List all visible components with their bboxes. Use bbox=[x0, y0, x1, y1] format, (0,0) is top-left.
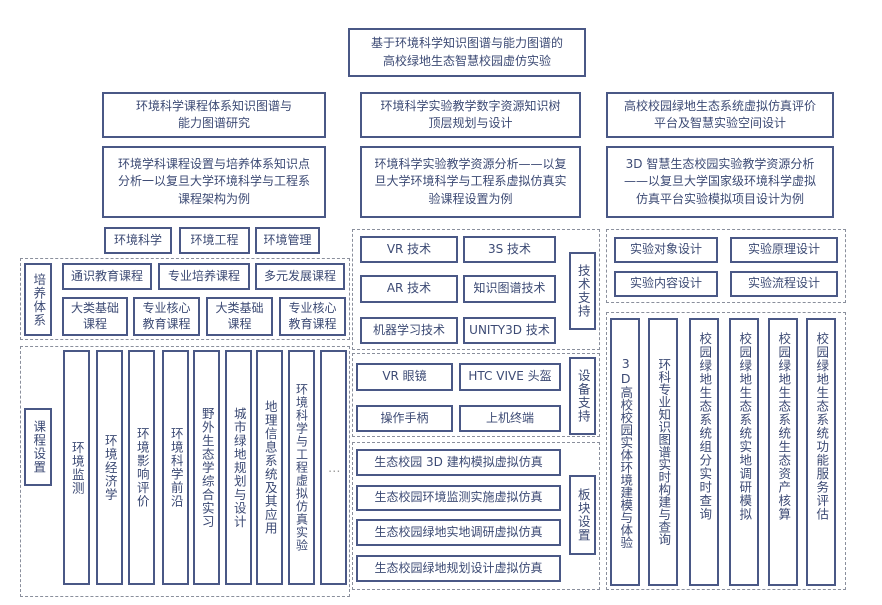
training-box: 专业核心教育课程 bbox=[279, 297, 346, 336]
tech-label: 技术支持 bbox=[569, 252, 596, 330]
platform-box: 校园绿地生态系统实地调研模拟 bbox=[729, 318, 759, 586]
module-box: 生态校园绿地规划设计虚拟仿真 bbox=[356, 555, 561, 582]
module-box: 生态校园 3D 建构模拟虚拟仿真 bbox=[356, 449, 561, 476]
research-box-1: 环境科学课程体系知识图谱与能力图谱研究 bbox=[102, 92, 326, 138]
tech-group bbox=[352, 229, 600, 350]
design-box: 实验对象设计 bbox=[614, 237, 718, 263]
training-box: 大类基础课程 bbox=[62, 297, 128, 336]
analysis-box-1: 环境学科课程设置与培养体系知识点分析一以复旦大学环境科学与工程系课程架构为例 bbox=[102, 146, 326, 218]
module-label: 板块设置 bbox=[569, 475, 596, 555]
text-line: 高校校园绿地生态系统虚拟仿真评价 bbox=[623, 98, 816, 113]
analysis-box-2: 环境科学实验教学资源分析——以复旦大学环境科学与工程系虚拟仿真实验课程设置为例 bbox=[360, 146, 581, 218]
tech-box: UNITY3D 技术 bbox=[463, 317, 556, 344]
course-box: 环境影响评价 bbox=[128, 350, 155, 585]
tech-box: 机器学习技术 bbox=[360, 317, 458, 344]
design-box: 实验内容设计 bbox=[614, 271, 718, 297]
training-box: 专业培养课程 bbox=[158, 263, 250, 290]
text-line: 大类基础 bbox=[215, 300, 264, 315]
training-group bbox=[20, 258, 350, 340]
equip-group bbox=[352, 353, 600, 437]
text-line: 环境科学课程体系知识图谱与 bbox=[135, 98, 292, 113]
text-line: 仿真平台实验模拟项目设计为例 bbox=[635, 191, 804, 206]
platform-group bbox=[606, 312, 846, 590]
text-line: 3D 智慧生态校园实验教学资源分析 bbox=[625, 156, 815, 171]
text-line: 环境学科课程设置与培养体系知识点 bbox=[117, 156, 310, 171]
major-box: 环境科学 bbox=[104, 227, 172, 254]
platform-box: 校园绿地生态系统组分实时查询 bbox=[689, 318, 719, 586]
design-box: 实验原理设计 bbox=[730, 237, 838, 263]
course-box: 环境经济学 bbox=[96, 350, 123, 585]
title-line: 基于环境科学知识图谱与能力图谱的 bbox=[370, 36, 563, 51]
training-label: 培养体系 bbox=[24, 263, 52, 336]
course-label: 课程设置 bbox=[24, 408, 52, 486]
course-box: 环境监测 bbox=[63, 350, 90, 585]
text-line: 教育课程 bbox=[142, 316, 191, 331]
equip-box: 操作手柄 bbox=[356, 405, 453, 432]
equip-box: VR 眼镜 bbox=[356, 363, 453, 391]
training-box: 多元发展课程 bbox=[255, 263, 345, 290]
tech-box: 知识图谱技术 bbox=[463, 275, 556, 303]
equip-box: 上机终端 bbox=[459, 405, 561, 432]
course-box: 地理信息系统及其应用 bbox=[256, 350, 283, 585]
training-box: 通识教育课程 bbox=[62, 263, 152, 290]
course-box: 城市绿地规划与设计 bbox=[225, 350, 252, 585]
title-line: 高校绿地生态智慧校园虚仿实验 bbox=[382, 53, 551, 68]
platform-box: 校园绿地生态系统生态资产核算 bbox=[768, 318, 798, 586]
equip-label: 设备支持 bbox=[569, 357, 596, 435]
course-box: … bbox=[320, 350, 347, 585]
text-line: 环境科学实验教学资源分析——以复 bbox=[374, 156, 567, 171]
text-line: 专业核心 bbox=[288, 300, 337, 315]
major-box: 环境工程 bbox=[179, 227, 250, 254]
platform-box: 环科专业知识图谱实时构建与查询 bbox=[648, 318, 678, 586]
text-line: 能力图谱研究 bbox=[177, 116, 250, 130]
text-line: 课程架构为例 bbox=[177, 191, 250, 206]
analysis-box-3: 3D 智慧生态校园实验教学资源分析 ——以复旦大学国家级环境科学虚拟仿真平台实验模… bbox=[606, 146, 834, 218]
course-box: 野外生态学综合实习 bbox=[193, 350, 220, 585]
tech-box: 3S 技术 bbox=[463, 236, 556, 263]
tech-box: VR 技术 bbox=[360, 236, 458, 263]
text-line: 专业核心 bbox=[142, 300, 191, 315]
course-box: 环境科学前沿 bbox=[162, 350, 189, 585]
design-box: 实验流程设计 bbox=[730, 271, 838, 297]
module-box: 生态校园绿地实地调研虚拟仿真 bbox=[356, 519, 561, 546]
text-line: 旦大学环境科学与工程系虚拟仿真实 bbox=[374, 174, 567, 189]
module-group bbox=[352, 442, 600, 590]
design-group bbox=[606, 229, 846, 303]
platform-box: 3D高校校园实体环境建模与体验 bbox=[610, 318, 640, 586]
title-box: 基于环境科学知识图谱与能力图谱的高校绿地生态智慧校园虚仿实验 bbox=[348, 28, 586, 77]
equip-box: HTC VIVE 头盔 bbox=[459, 363, 561, 391]
major-box: 环境管理 bbox=[255, 227, 320, 254]
course-box: 环境科学与工程虚拟仿真实验 bbox=[288, 350, 315, 585]
course-group bbox=[20, 346, 350, 597]
research-box-3: 高校校园绿地生态系统虚拟仿真评价平台及智慧实验空间设计 bbox=[606, 92, 834, 138]
text-line: 分析一以复旦大学环境科学与工程系 bbox=[117, 174, 310, 189]
text-line: 验课程设置为例 bbox=[428, 191, 513, 206]
text-line: ——以复旦大学国家级环境科学虚拟 bbox=[623, 174, 816, 189]
training-box: 大类基础课程 bbox=[206, 297, 273, 336]
tech-box: AR 技术 bbox=[360, 275, 458, 303]
text-line: 大类基础 bbox=[70, 300, 119, 315]
platform-box: 校园绿地生态系统功能服务评估 bbox=[806, 318, 836, 586]
research-box-2: 环境科学实验教学数字资源知识树顶层规划与设计 bbox=[360, 92, 581, 138]
training-box: 专业核心教育课程 bbox=[133, 297, 200, 336]
text-line: 环境科学实验教学数字资源知识树 bbox=[380, 98, 561, 113]
text-line: 教育课程 bbox=[288, 316, 337, 331]
text-line: 课程 bbox=[82, 316, 107, 331]
text-line: 平台及智慧实验空间设计 bbox=[653, 116, 786, 130]
module-box: 生态校园环境监测实施虚拟仿真 bbox=[356, 485, 561, 511]
text-line: 顶层规划与设计 bbox=[428, 116, 513, 130]
text-line: 课程 bbox=[227, 316, 252, 331]
